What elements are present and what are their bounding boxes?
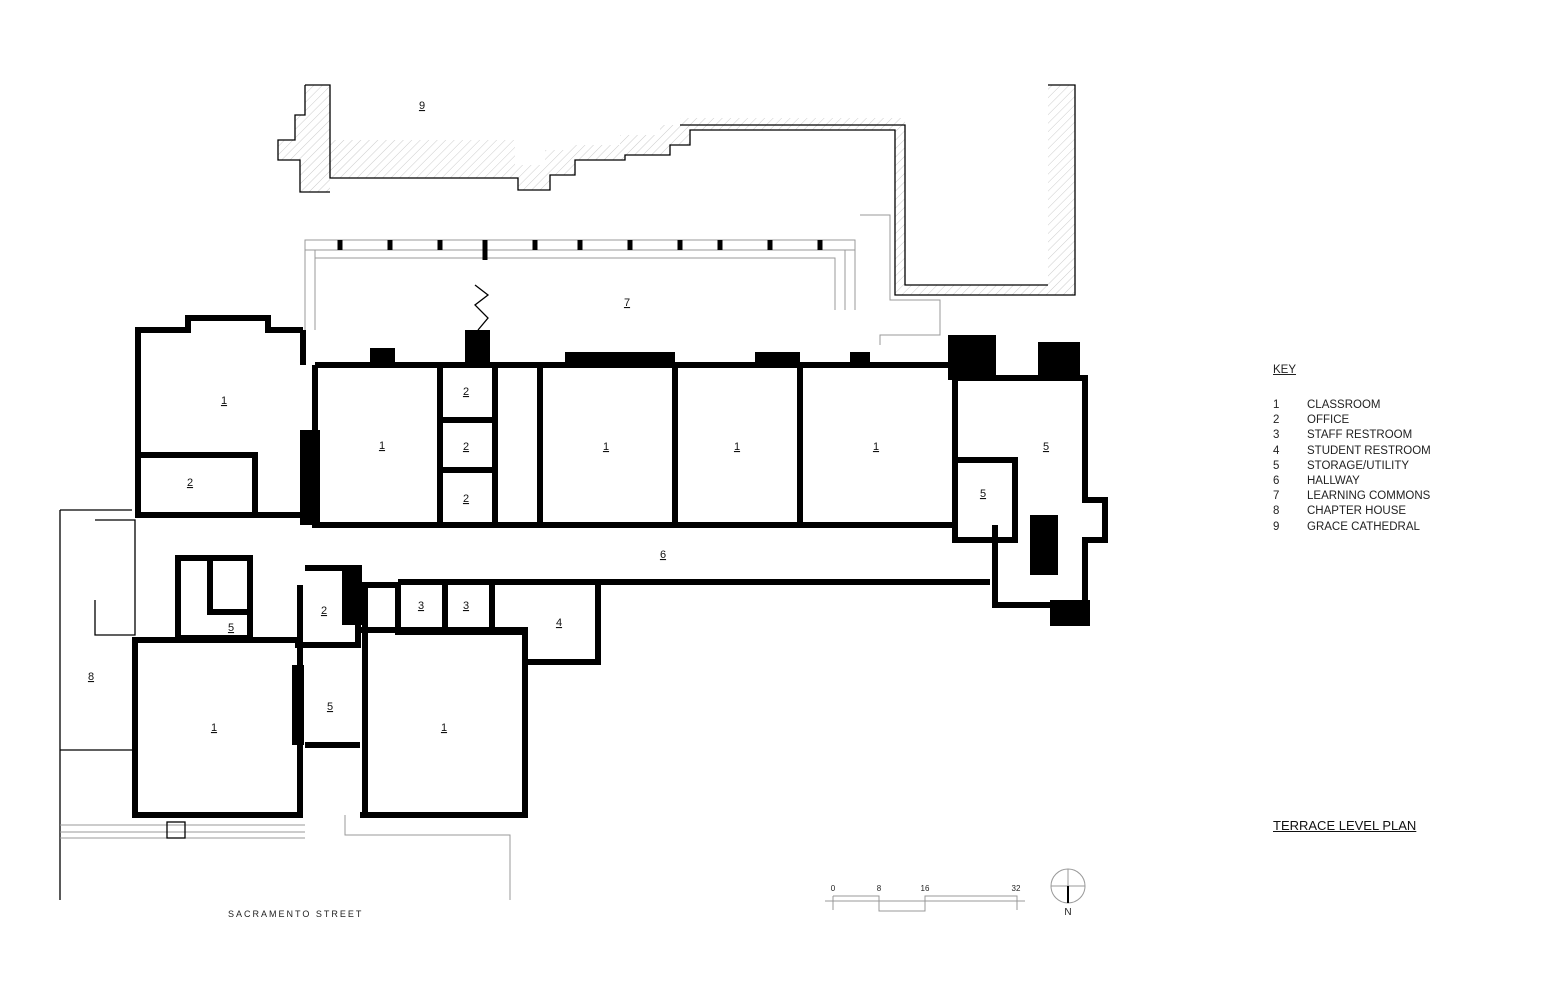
room-label-student-restroom: 4 [556,617,562,629]
legend-item: 6 HALLWAY [1273,474,1431,489]
room-label-office: 2 [463,493,469,505]
room-label-storage: 5 [980,488,986,500]
legend-number: 1 [1273,399,1280,411]
legend-number: 9 [1273,520,1280,533]
legend: KEY 1 CLASSROOM 2 OFFICE 3 STAFF RESTROOM 4 STU… [1273,364,1431,535]
room-label-chapter-house: 8 [88,671,94,683]
room-label-classroom: 1 [221,395,227,407]
legend-label: OFFICE [1307,414,1350,427]
learning-commons-outline [304,214,941,345]
scale-tick-label: 16 [921,884,930,893]
legend-number: 6 [1273,474,1280,487]
legend-number: 3 [1273,429,1280,442]
street-label: SACRAMENTO STREET [228,909,364,919]
room-labels: 9 7 1 2 1 2 2 2 1 1 1 5 5 6 2 3 3 4 5 8 … [88,100,1049,734]
north-arrow-icon: N [1050,868,1086,918]
room-label-grace-cathedral: 9 [419,100,425,112]
room-label-hallway: 6 [660,549,666,561]
legend-item: 9 GRACE CATHEDRAL [1273,520,1431,535]
legend-label: CLASSROOM [1307,399,1381,411]
legend-item: 3 STAFF RESTROOM [1273,428,1431,443]
room-label-office: 2 [463,441,469,453]
walls [59,315,1108,900]
legend-number: 8 [1273,505,1280,518]
legend-label: LEARNING COMMONS [1307,490,1431,503]
scale-tick-label: 0 [831,884,836,893]
room-label-learning-commons: 7 [624,297,630,309]
room-label-classroom: 1 [603,441,609,453]
legend-number: 7 [1273,490,1280,503]
room-label-office: 2 [463,386,469,398]
plan-title: TERRACE LEVEL PLAN [1273,818,1417,833]
legend-item: 2 OFFICE [1273,413,1431,428]
legend-label: STORAGE/UTILITY [1307,459,1410,472]
legend-label: STUDENT RESTROOM [1307,444,1431,457]
room-label-office: 2 [321,605,327,617]
legend-label: CHAPTER HOUSE [1307,505,1407,518]
legend-item: 7 LEARNING COMMONS [1273,489,1431,504]
room-label-storage: 5 [228,622,234,634]
legend-label: HALLWAY [1307,474,1360,487]
legend-number: 4 [1273,444,1280,457]
legend-label: GRACE CATHEDRAL [1307,520,1420,533]
legend-item: 1 CLASSROOM [1273,398,1431,413]
room-label-staff-restroom: 3 [463,600,469,612]
legend-item: 8 CHAPTER HOUSE [1273,504,1431,519]
legend-number: 2 [1273,414,1280,427]
room-label-staff-restroom: 3 [418,600,424,612]
room-label-classroom: 1 [873,441,879,453]
room-label-classroom: 1 [734,441,740,453]
north-label: N [1064,907,1071,918]
room-label-classroom: 1 [441,722,447,734]
scale-tick-label: 32 [1012,884,1021,893]
room-label-storage: 5 [327,701,333,713]
legend-label: STAFF RESTROOM [1307,429,1413,442]
room-label-storage: 5 [1043,441,1049,453]
scale-bar: 0 8 16 32 [825,884,1025,912]
legend-number: 5 [1273,459,1280,472]
room-label-classroom: 1 [211,722,217,734]
room-label-office: 2 [187,477,193,489]
room-label-classroom: 1 [379,440,385,452]
scale-tick-label: 8 [877,884,882,893]
cathedral-outline [277,84,1076,296]
legend-title: KEY [1273,364,1297,376]
legend-item: 5 STORAGE/UTILITY [1273,459,1431,474]
legend-item: 4 STUDENT RESTROOM [1273,444,1431,459]
